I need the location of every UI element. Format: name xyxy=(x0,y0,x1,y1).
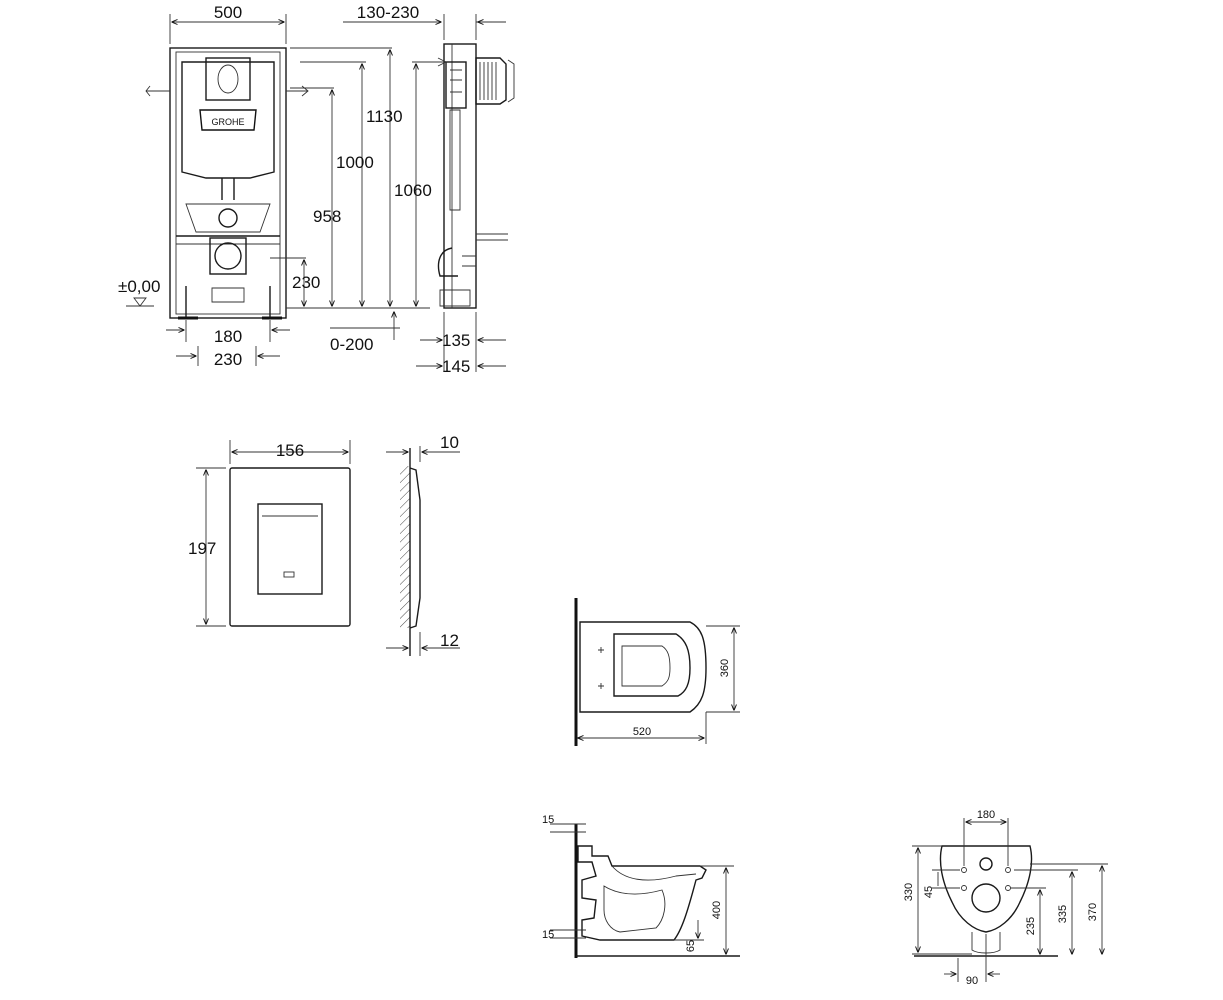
frame-front-view: GROHE ±0,00 500 130-230 xyxy=(118,3,506,369)
bowl-rear-view: 180 330 45 235 335 370 90 xyxy=(903,809,1108,987)
dim-330: 330 xyxy=(903,883,915,901)
dim-1130: 1130 xyxy=(366,107,403,126)
dim-180-rear: 180 xyxy=(977,809,995,821)
dim-0-200: 0-200 xyxy=(330,335,373,354)
dim-230-outlet: 230 xyxy=(292,273,320,292)
dim-370: 370 xyxy=(1087,903,1099,921)
water-inlet-left-icon xyxy=(145,85,170,97)
dim-958: 958 xyxy=(313,207,341,226)
brand-plate xyxy=(199,109,257,131)
dim-400: 400 xyxy=(711,901,723,919)
bowl-top-view: 360 520 xyxy=(574,598,740,746)
dim-360: 360 xyxy=(719,659,731,677)
dim-500: 500 xyxy=(214,3,242,22)
dim-45: 45 xyxy=(923,886,935,898)
dim-15-bottom: 15 xyxy=(542,929,554,941)
flush-button xyxy=(257,503,323,595)
dim-520: 520 xyxy=(633,726,651,738)
dim-15-top: 15 xyxy=(542,814,554,826)
dim-335: 335 xyxy=(1057,905,1069,923)
dim-156: 156 xyxy=(276,441,304,460)
dim-12: 12 xyxy=(440,631,459,650)
water-inlet-right-icon xyxy=(286,85,309,97)
dim-235: 235 xyxy=(1025,917,1037,935)
level-marker-icon xyxy=(126,297,154,307)
dim-135: 135 xyxy=(442,331,470,350)
flush-actuator-side xyxy=(475,57,507,105)
water-inlet-side-icon xyxy=(434,57,448,67)
zero-level-label: ±0,00 xyxy=(118,277,160,296)
dim-1000: 1000 xyxy=(336,153,374,172)
flush-plate-front: 156 197 xyxy=(188,440,351,627)
dim-90: 90 xyxy=(966,975,978,987)
brand-plate-text: GROHE xyxy=(211,117,244,127)
dim-10: 10 xyxy=(440,433,459,452)
dim-65: 65 xyxy=(685,940,697,952)
dim-230-feet: 230 xyxy=(214,350,242,369)
dim-130-230: 130-230 xyxy=(357,3,419,22)
bowl-side-view: 15 15 400 65 xyxy=(542,814,740,958)
dim-180-feet: 180 xyxy=(214,327,242,346)
flush-plate-side: 10 12 xyxy=(386,433,460,656)
frame-side-view: 135 145 xyxy=(416,43,515,376)
actuator-opening xyxy=(205,57,251,101)
dim-145: 145 xyxy=(442,357,470,376)
dim-1060: 1060 xyxy=(394,181,432,200)
dim-197: 197 xyxy=(188,539,216,558)
